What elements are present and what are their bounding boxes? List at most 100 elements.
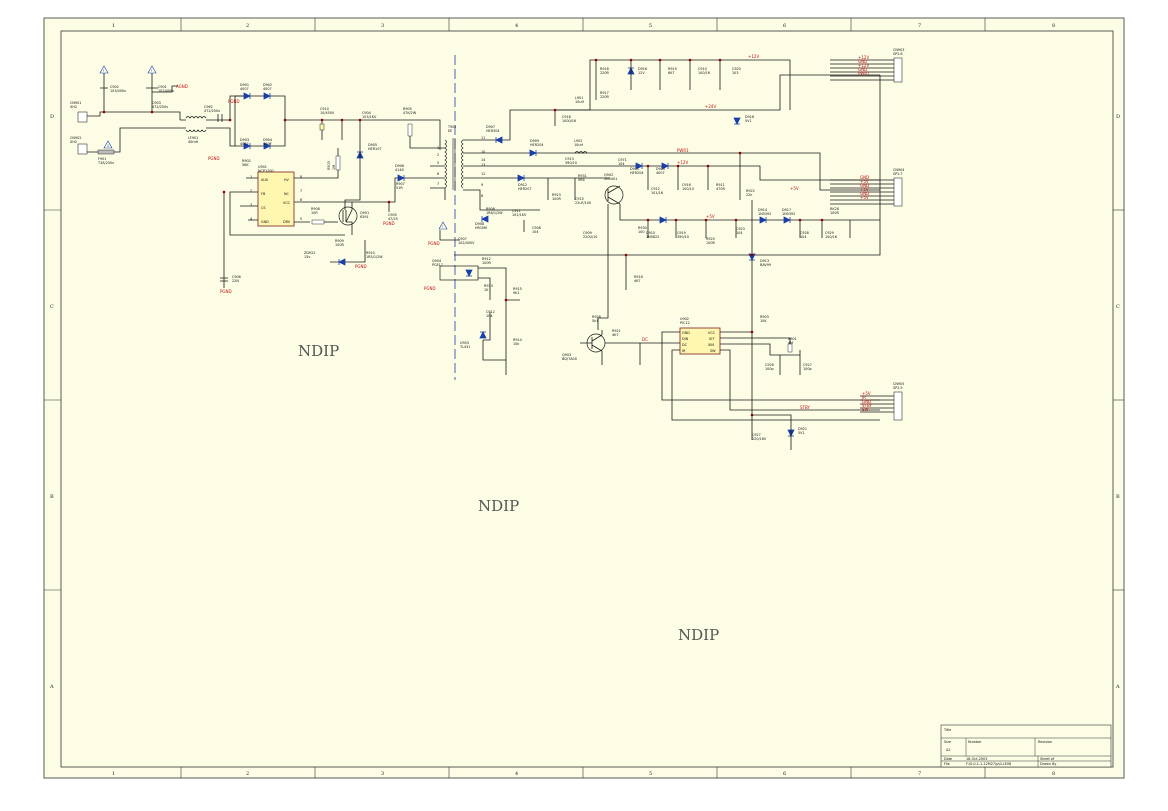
cn905-net-1: +5V <box>862 391 871 396</box>
cn905-val: SP2.5 <box>893 386 903 390</box>
c926-ref: C926 <box>765 363 774 367</box>
net-12v-top: +12V <box>748 54 759 59</box>
r902-val: 56K <box>242 163 249 167</box>
d907-val: HER304 <box>486 129 500 133</box>
d913-ref: D913 <box>760 259 769 263</box>
cn904-net-3: GND <box>860 183 869 188</box>
r903b-ref: R903 <box>760 315 769 319</box>
c912b-ref: C912 <box>486 310 495 314</box>
c912-val: 101/16 <box>651 191 663 195</box>
r910-ref: R910 <box>366 251 375 255</box>
r909-val: 100R <box>335 243 344 247</box>
r919-ref: R919 <box>668 67 677 71</box>
optocoupler-q904 <box>439 265 479 281</box>
q902-ref: Q902 <box>604 173 613 177</box>
r910-val: 1R5/1/2W <box>366 255 383 259</box>
c919-ref: C919 <box>677 231 686 235</box>
c905-ref: C905 <box>388 213 397 217</box>
r903-val: 1M <box>332 165 336 170</box>
r906-ref: R906 <box>486 207 495 211</box>
c915-val: 22uF/100 <box>575 201 591 205</box>
c907-val: 102/400V <box>458 241 475 245</box>
x901-ref: X901 <box>788 337 797 341</box>
u901-ref: U901 <box>258 165 267 169</box>
d902-ref: D902 <box>263 83 272 87</box>
u901-pin-drv: DRV <box>283 220 291 224</box>
cn904-val: SP2.7 <box>893 172 903 176</box>
r908-ref: R908 <box>311 207 320 211</box>
c927-val: 220/16V <box>752 437 767 441</box>
c916-ref: C916 <box>682 183 691 187</box>
r930-val: 100 <box>638 230 644 234</box>
c909-val: 220U/10 <box>583 235 597 239</box>
c909-ref: C909 <box>583 231 592 235</box>
c907-ref: C907 <box>458 237 467 241</box>
d903-ref: D903 <box>240 138 249 142</box>
c919-val: 390/10 <box>677 235 689 239</box>
c906-ref: C906 <box>232 275 241 279</box>
r903-ref: R903 <box>327 161 331 170</box>
r921-val: 4K7 <box>612 333 619 337</box>
d905-ref: D905 <box>368 143 377 147</box>
r923-val: 100R <box>552 197 561 201</box>
r920-ref: R920 <box>706 237 715 241</box>
r905-ref: R905 <box>403 107 412 111</box>
c928-ref: C928 <box>800 231 809 235</box>
sheet-label: Sheet of <box>1040 757 1055 761</box>
u901-num-5: 5 <box>300 217 302 221</box>
col-label-top-3: 3 <box>381 23 384 29</box>
net-dc: DC <box>642 337 648 342</box>
u901-pin-cs: CS <box>261 206 266 210</box>
cn905-net-5: SW <box>862 407 869 412</box>
r914-val: 10k <box>513 342 519 346</box>
transistor-q902 <box>604 185 624 205</box>
u902-pin-gnd: GND <box>682 331 690 335</box>
d916-val: 12V <box>638 71 645 75</box>
secondary-section: D907 HER304 L901 10uH C918 1000/16 R918 … <box>454 54 881 440</box>
watermark-2: NDIP <box>478 497 519 515</box>
col-label-bottom-8: 8 <box>1052 771 1055 777</box>
cn905-ref: CN905 <box>893 382 904 386</box>
cn904-ref: CN904 <box>893 168 904 172</box>
primary-section: C910 10/450V C904 103/1KV R905 47K/2W D9… <box>220 107 441 294</box>
c915-ref: C915 <box>575 197 584 201</box>
r914-ref: R914 <box>513 338 522 342</box>
d909-val: HER204 <box>530 143 544 147</box>
r920-val: 100R <box>706 241 715 245</box>
bridge-rectifier: D901 4007 D902 4007 D903 4007 D904 4007 … <box>208 83 286 161</box>
r905-val: 47K/2W <box>403 111 417 115</box>
r923-ref: R923 <box>552 193 561 197</box>
d902-val: 4007 <box>263 87 272 91</box>
rk28-ref: RK28 <box>830 207 839 211</box>
c928-val: 104 <box>800 235 806 239</box>
c918-val: 1000/16 <box>562 119 576 123</box>
d918-ref: D918 <box>745 115 754 119</box>
col-label-top-2: 2 <box>246 23 249 29</box>
c916-val: 100/10 <box>682 187 694 191</box>
c910b-val: 100/16 <box>698 71 710 75</box>
c901-val: 102/400v <box>158 89 174 93</box>
date-label: Date <box>944 757 952 761</box>
cn902-ref: CN902 <box>70 136 81 140</box>
zd922-ref: ZD922 <box>304 251 315 255</box>
c927-ref: C927 <box>752 433 761 437</box>
col-label-top-6: 6 <box>783 23 786 29</box>
cn902-val: XH2 <box>70 140 77 144</box>
connector-cn901 <box>77 111 88 123</box>
r919-val: 6K7 <box>668 71 675 75</box>
u902-pin-dc: DC <box>682 343 688 347</box>
u901-num-8: 8 <box>300 175 302 179</box>
cn903-net-4: GND <box>858 67 867 72</box>
size-label: Size <box>944 740 951 744</box>
x901-val: 4M <box>788 341 793 345</box>
q904-ref: Q904 <box>432 259 441 263</box>
agnd-label: AGND <box>176 84 188 89</box>
cn903-net-5: PWR1 <box>858 71 870 76</box>
c903-val: 472/250v <box>152 105 168 109</box>
d904-ref: D904 <box>263 138 272 142</box>
col-label-bottom-7: 7 <box>918 771 921 777</box>
col-label-top-4: 4 <box>515 23 518 29</box>
u902-pin-din: DIN <box>682 337 689 341</box>
t901-pin-6: 6 <box>437 172 439 176</box>
d910-val: 1N5822 <box>646 235 659 239</box>
